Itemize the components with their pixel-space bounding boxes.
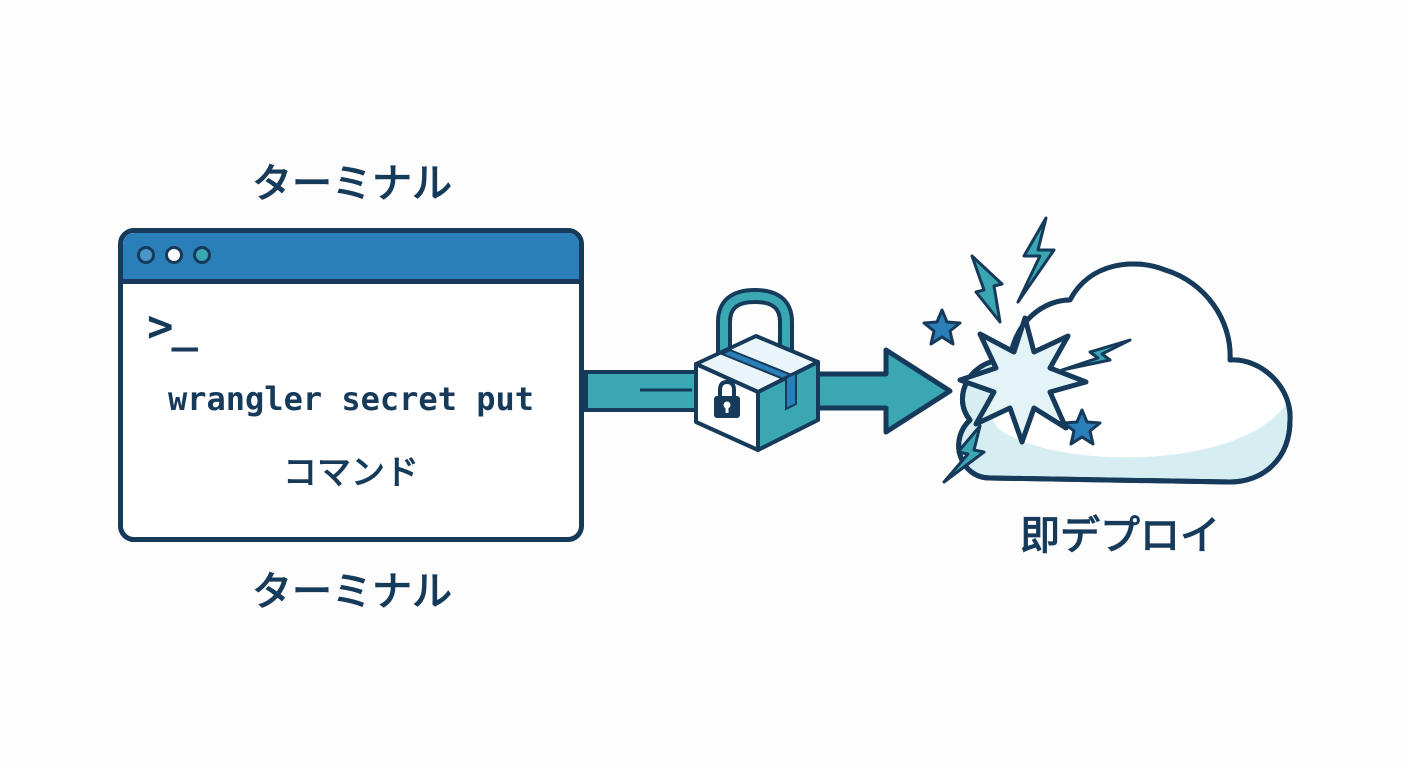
terminal-label-bottom: ターミナル xyxy=(252,569,452,615)
terminal-titlebar xyxy=(123,233,579,284)
terminal-command: wrangler secret put xyxy=(167,380,535,418)
cloud-icon xyxy=(956,261,1293,485)
terminal-command-caption: コマンド xyxy=(283,453,419,493)
star-icon xyxy=(1062,408,1102,446)
star-icon xyxy=(922,308,962,346)
terminal-window: >_ wrangler secret put コマンド xyxy=(118,228,584,542)
locked-package-icon xyxy=(694,287,820,452)
lightning-bolt-icon xyxy=(1060,338,1132,372)
lightning-bolt-icon xyxy=(970,254,1004,324)
starburst-icon xyxy=(957,315,1089,445)
terminal-prompt: >_ xyxy=(147,301,198,352)
deploy-label: 即デプロイ xyxy=(1020,513,1220,559)
window-dot-icon xyxy=(137,246,155,264)
lightning-bolt-icon xyxy=(942,424,986,484)
terminal-label-top: ターミナル xyxy=(252,161,452,207)
window-dot-icon xyxy=(165,246,183,264)
lightning-bolt-icon xyxy=(1016,216,1056,304)
right-arrow-icon xyxy=(584,347,953,435)
padlock-icon xyxy=(714,379,740,418)
window-dot-icon xyxy=(193,246,211,264)
